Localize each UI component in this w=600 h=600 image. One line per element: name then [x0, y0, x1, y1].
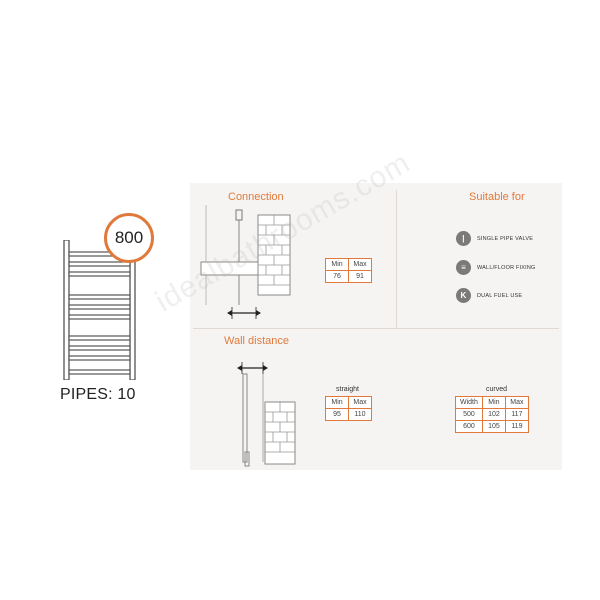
table-cell: 600: [455, 420, 483, 433]
straight-caption: straight: [336, 386, 359, 393]
table-cell: 76: [325, 270, 349, 283]
table-header: Max: [348, 258, 372, 271]
table-cell: 500: [455, 408, 483, 421]
table-header: Max: [504, 396, 529, 409]
suitable-item-wall-floor-fixing: ≡ WALL/FLOOR FIXING: [456, 260, 536, 275]
wall-floor-fixing-icon: ≡: [456, 260, 471, 275]
table-header: Max: [348, 396, 372, 409]
connection-table: Min Max 76 91: [325, 258, 372, 283]
pipes-label: PIPES: 10: [60, 386, 136, 403]
table-cell: 117: [504, 408, 529, 421]
suitable-item-label: SINGLE PIPE VALVE: [477, 235, 534, 242]
suitable-for-title: Suitable for: [469, 191, 525, 203]
size-badge: 800: [104, 213, 154, 263]
suitable-item-label: DUAL FUEL USE: [477, 292, 523, 299]
dual-fuel-icon: K: [456, 288, 471, 303]
table-header-row: Min Max: [325, 258, 372, 271]
curved-caption: curved: [486, 386, 508, 393]
connection-title: Connection: [228, 191, 284, 203]
vertical-divider: [396, 190, 397, 328]
wall-distance-diagram: [237, 362, 296, 467]
table-header: Min: [481, 396, 506, 409]
table-row: 600 105 119: [455, 420, 529, 433]
curved-table: Width Min Max 500 102 117 600 105 119: [455, 396, 529, 433]
table-cell: 105: [481, 420, 506, 433]
table-header-row: Min Max: [325, 396, 372, 409]
table-row: 76 91: [325, 270, 372, 283]
table-header: Width: [455, 396, 483, 409]
towel-radiator-illustration: [63, 240, 136, 380]
suitable-item-label: WALL/FLOOR FIXING: [477, 264, 536, 271]
horizontal-divider: [193, 328, 559, 329]
wall-distance-title: Wall distance: [224, 335, 290, 347]
single-pipe-valve-icon: |: [456, 231, 471, 246]
table-header-row: Width Min Max: [455, 396, 529, 409]
suitable-item-dual-fuel: K DUAL FUEL USE: [456, 288, 522, 303]
suitable-item-single-pipe-valve: | SINGLE PIPE VALVE: [456, 231, 533, 246]
connection-diagram: [200, 205, 291, 319]
table-header: Min: [325, 396, 349, 409]
straight-table: Min Max 95 110: [325, 396, 372, 421]
table-header: Min: [325, 258, 349, 271]
size-badge-value: 800: [114, 228, 144, 247]
table-cell: 95: [325, 408, 349, 421]
table-cell: 102: [481, 408, 506, 421]
table-cell: 91: [348, 270, 372, 283]
table-row: 500 102 117: [455, 408, 529, 421]
table-cell: 119: [504, 420, 529, 433]
table-cell: 110: [348, 408, 372, 421]
table-row: 95 110: [325, 408, 372, 421]
